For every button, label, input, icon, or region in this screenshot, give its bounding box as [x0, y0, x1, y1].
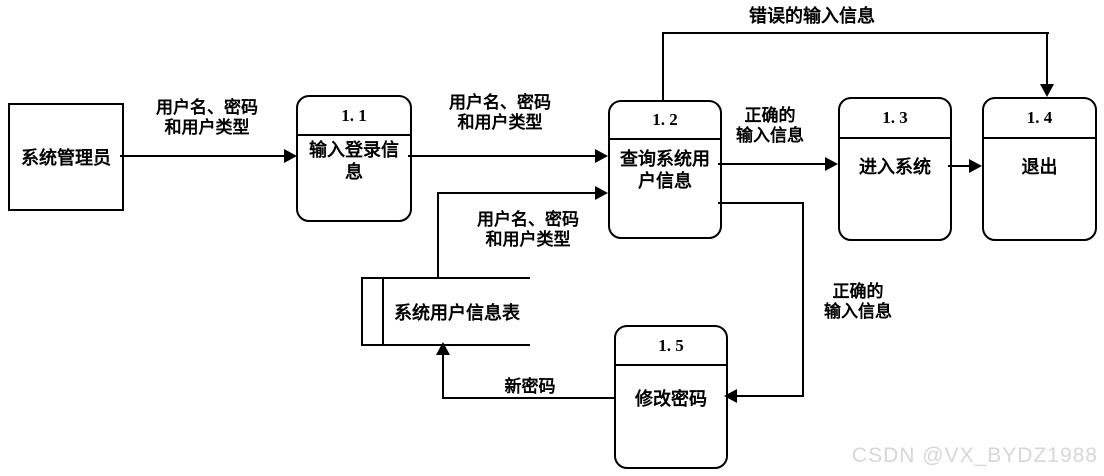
flow-segment — [662, 32, 1049, 34]
arrowhead-right-icon — [969, 159, 982, 173]
watermark: CSDN @VX_BYDZ1988 — [851, 444, 1098, 467]
data-store-double-line — [382, 279, 384, 344]
process-1-3-label: 进入系统 — [859, 157, 931, 177]
process-1-4-id: 1. 4 — [984, 99, 1095, 139]
flow-segment — [735, 395, 804, 397]
data-store-user-table: 系统用户信息表 — [361, 277, 530, 346]
process-1-4: 1. 4 退出 — [982, 97, 1097, 241]
flow-segment — [437, 193, 439, 279]
process-1-3: 1. 3 进入系统 — [838, 97, 952, 241]
flow-label: 正确的 输入信息 — [824, 282, 892, 321]
process-1-5-label: 修改密码 — [635, 389, 707, 409]
process-1-2-label: 查询系统用户信息 — [620, 149, 710, 191]
flow-label: 用户名、密码 和用户类型 — [449, 93, 551, 132]
flow-segment — [437, 192, 597, 194]
data-store-label: 系统用户信息表 — [394, 302, 520, 323]
arrowhead-down-icon — [1040, 84, 1054, 97]
flow-label: 新密码 — [504, 377, 556, 396]
flow-label: 用户名、密码 和用户类型 — [156, 98, 258, 137]
flow-segment — [948, 165, 971, 167]
flow-label: 正确的 输入信息 — [736, 106, 804, 145]
flow-label: 用户名、密码 和用户类型 — [477, 210, 579, 249]
process-1-3-id: 1. 3 — [840, 99, 950, 139]
arrowhead-right-icon — [595, 186, 608, 200]
process-1-2-id: 1. 2 — [610, 102, 720, 140]
flow-segment — [718, 202, 804, 204]
flow-segment — [662, 32, 664, 100]
flow-segment — [442, 353, 444, 399]
process-1-1-id: 1. 1 — [298, 97, 410, 136]
arrowhead-up-icon — [436, 342, 450, 355]
arrowhead-left-icon — [724, 389, 737, 403]
flow-segment — [408, 155, 597, 157]
external-entity-admin: 系统管理员 — [8, 103, 124, 211]
process-1-5-id: 1. 5 — [616, 327, 726, 366]
arrowhead-right-icon — [825, 157, 838, 171]
process-1-5: 1. 5 修改密码 — [614, 325, 728, 469]
flow-segment — [718, 163, 827, 165]
process-1-1-label: 输入登录信息 — [309, 140, 399, 182]
arrowhead-right-icon — [284, 149, 297, 163]
flow-segment — [1046, 32, 1048, 86]
flow-segment — [802, 202, 804, 397]
arrowhead-right-icon — [595, 149, 608, 163]
process-1-2: 1. 2 查询系统用户信息 — [608, 100, 722, 239]
flow-label: 错误的输入信息 — [749, 6, 875, 26]
external-entity-label: 系统管理员 — [21, 148, 111, 168]
process-1-1: 1. 1 输入登录信息 — [296, 95, 412, 222]
process-1-4-label: 退出 — [1021, 157, 1058, 177]
flow-segment — [442, 397, 614, 399]
flow-segment — [120, 155, 286, 157]
